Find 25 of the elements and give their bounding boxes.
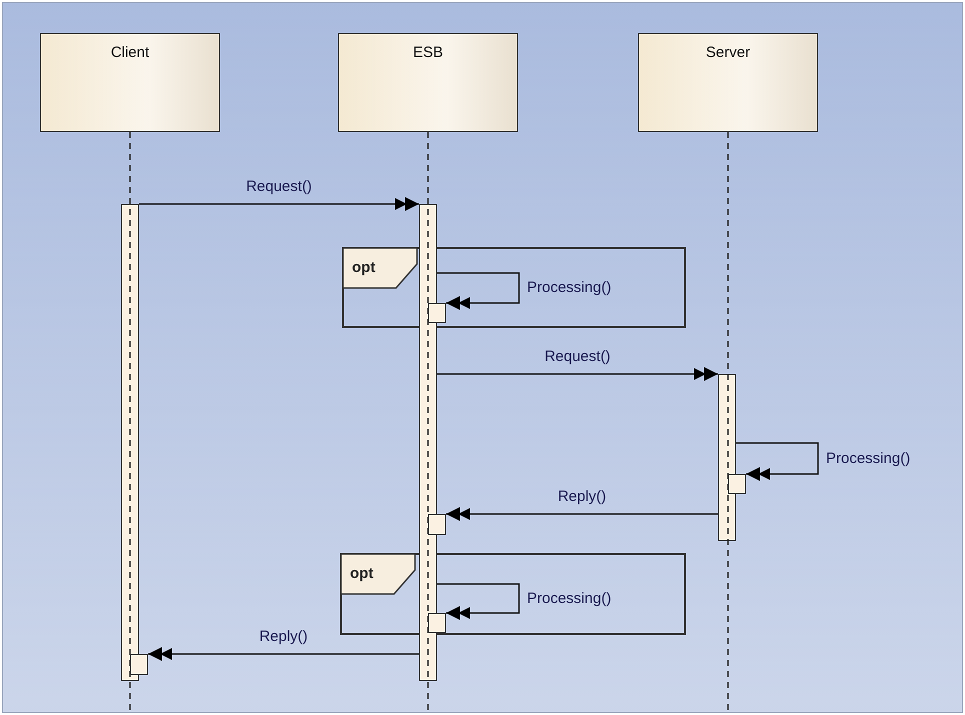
message-label: Request() — [246, 178, 312, 195]
participant-box — [638, 33, 818, 132]
activation-bar — [718, 374, 736, 541]
fragment-operator: opt — [350, 565, 374, 582]
combined-fragment-frame — [340, 553, 686, 635]
participant-box — [40, 33, 220, 132]
execution-box — [428, 613, 446, 633]
message-label: Processing() — [527, 279, 612, 296]
execution-box — [728, 474, 746, 494]
execution-box — [428, 303, 446, 323]
execution-box — [428, 514, 446, 535]
execution-box — [130, 654, 148, 675]
participant-name: ESB — [412, 44, 444, 61]
fragment-operator: opt — [352, 259, 376, 276]
activation-bar — [121, 204, 139, 681]
participant-name: Client — [110, 44, 150, 61]
participant-box — [338, 33, 518, 132]
message-label: Reply() — [558, 488, 606, 505]
combined-fragment-frame — [342, 247, 686, 328]
activation-bar — [419, 204, 437, 681]
message-label: Request() — [544, 348, 610, 365]
message-label: Reply() — [259, 628, 308, 645]
participant-name: Server — [704, 44, 752, 61]
message-label: Processing() — [527, 590, 612, 606]
message-label: Processing() — [826, 450, 910, 466]
